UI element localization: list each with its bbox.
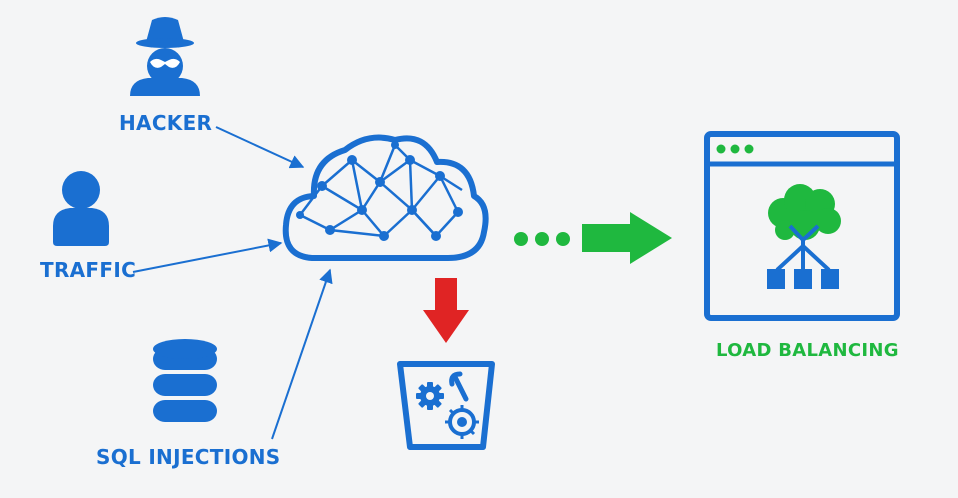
trash-bin-icon xyxy=(397,361,495,450)
hacker-label: HACKER xyxy=(119,111,213,135)
browser-window-icon xyxy=(704,131,900,321)
red-down-arrow xyxy=(423,278,469,343)
network-cloud-icon xyxy=(282,134,489,261)
arrow-hacker-to-cloud xyxy=(215,126,305,169)
sql-injections-label: SQL INJECTIONS xyxy=(96,445,281,469)
hacker-icon xyxy=(130,17,200,96)
traffic-label: TRAFFIC xyxy=(40,258,137,282)
arrow-traffic-to-cloud xyxy=(132,238,283,273)
user-icon xyxy=(53,171,109,246)
database-icon xyxy=(153,339,217,422)
green-dots xyxy=(514,232,570,246)
tree-network-icon xyxy=(767,184,841,289)
gear-icon xyxy=(416,382,444,410)
bug-icon xyxy=(445,405,479,439)
wrench-icon xyxy=(449,371,469,402)
green-right-arrow xyxy=(582,212,672,264)
arrow-sql-to-cloud xyxy=(271,268,333,440)
load-balancing-label: LOAD BALANCING xyxy=(716,340,899,361)
